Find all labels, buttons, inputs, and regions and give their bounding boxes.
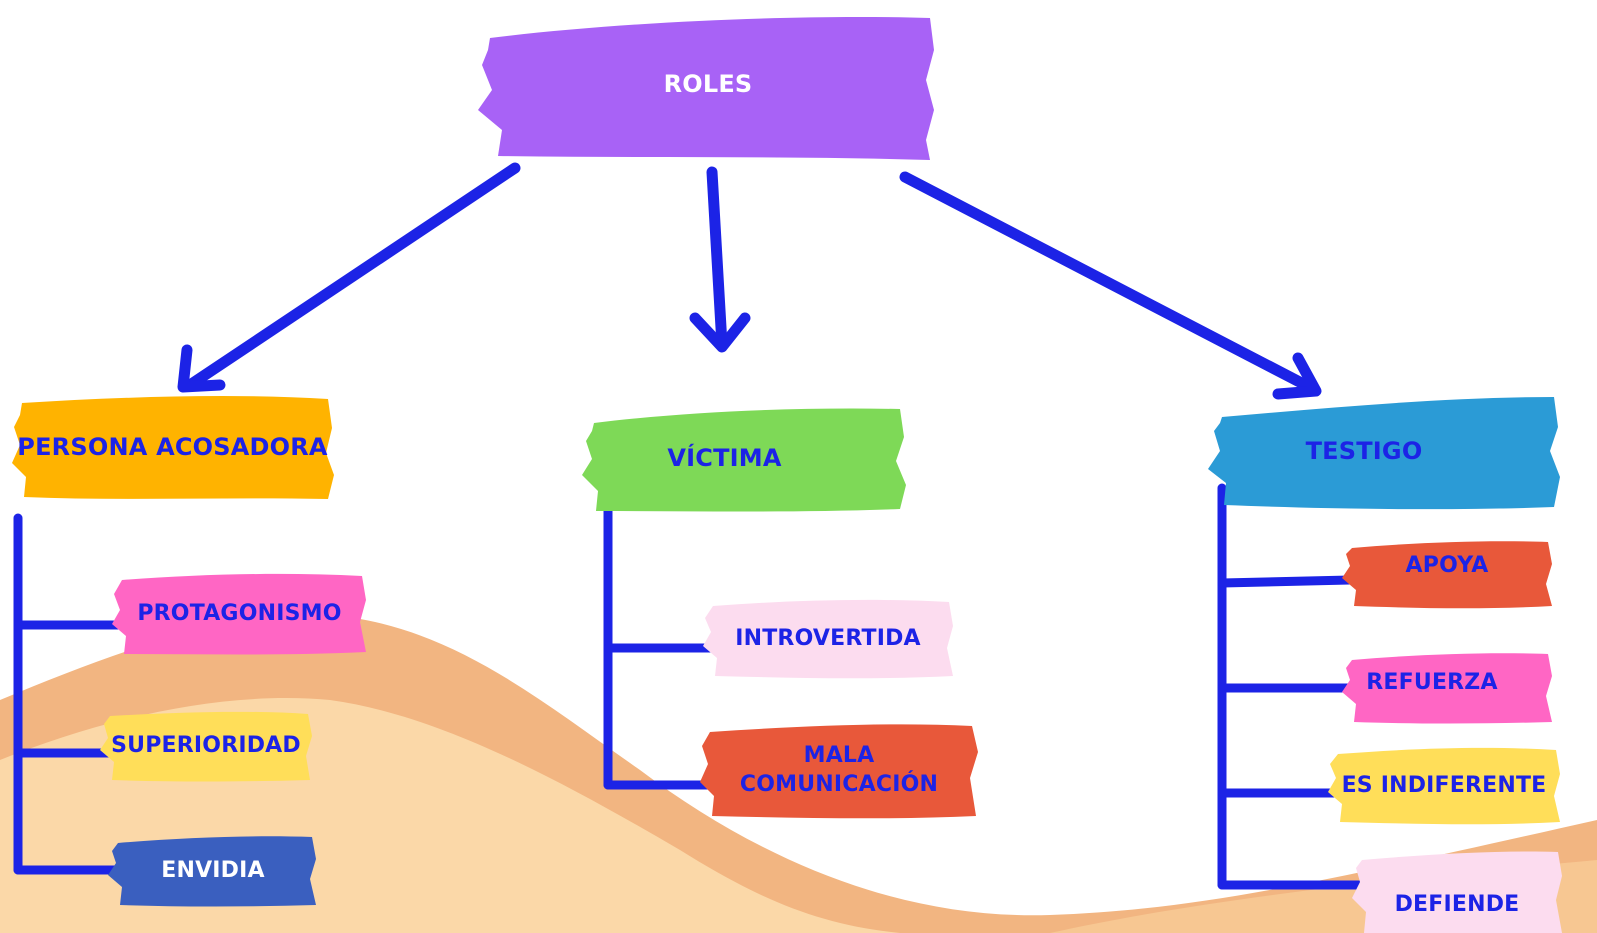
superioridad-label: SUPERIORIDAD: [111, 732, 301, 758]
brush-stroke-testigo: [1208, 397, 1560, 510]
arrow-to-victima: [706, 166, 728, 351]
refuerza-label: REFUERZA: [1366, 669, 1498, 695]
brush-stroke-acosadora: [12, 396, 334, 499]
brush-stroke-superioridad: [100, 711, 312, 782]
node-defiende: DEFIENDE: [1352, 850, 1562, 933]
node-roles: ROLES: [478, 10, 938, 160]
node-victima: VÍCTIMA: [582, 405, 907, 513]
node-envidia: ENVIDIA: [108, 835, 318, 907]
brush-stroke-mala-comunicacion: [700, 724, 978, 819]
node-testigo: TESTIGO: [1208, 393, 1560, 511]
brush-stroke-victima: [582, 408, 906, 512]
apoya-label: APOYA: [1405, 552, 1489, 578]
node-introvertida: INTROVERTIDA: [703, 598, 953, 680]
arrow-to-testigo: [899, 171, 1321, 396]
acosadora-label: PERSONA ACOSADORA: [17, 433, 328, 462]
brush-stroke-envidia: [108, 836, 316, 907]
node-superioridad: SUPERIORIDAD: [100, 710, 312, 782]
node-es-indiferente: ES INDIFERENTE: [1328, 746, 1560, 826]
brush-stroke-protagonismo: [112, 573, 366, 655]
brush-stroke-introvertida: [703, 599, 953, 679]
arrowhead-victima: [689, 312, 751, 353]
envidia-label: ENVIDIA: [161, 857, 265, 883]
testigo-label: TESTIGO: [1305, 437, 1423, 466]
arrowhead-acosadora: [177, 344, 226, 393]
brush-stroke-es-indiferente: [1328, 747, 1560, 825]
brush-stroke-apoya: [1342, 541, 1552, 609]
defiende-label: DEFIENDE: [1394, 892, 1520, 918]
node-persona-acosadora: PERSONA ACOSADORA: [10, 393, 335, 503]
introvertida-label: INTROVERTIDA: [735, 625, 921, 651]
node-mala-comunicacion: MALA COMUNICACIÓN: [700, 722, 978, 820]
protagonismo-label: PROTAGONISMO: [137, 601, 342, 627]
mala-comunicacion-label: MALA COMUNICACIÓN: [739, 743, 939, 797]
victima-label: VÍCTIMA: [667, 444, 782, 473]
brush-stroke-refuerza: [1342, 653, 1552, 724]
brush-stroke-roles: [478, 16, 934, 160]
roles-label: ROLES: [663, 70, 753, 99]
node-protagonismo: PROTAGONISMO: [112, 572, 367, 657]
brush-stroke-defiende: [1352, 851, 1562, 933]
node-apoya: APOYA: [1342, 540, 1552, 610]
node-refuerza: REFUERZA: [1342, 652, 1552, 724]
es-indiferente-label: ES INDIFERENTE: [1341, 772, 1547, 798]
arrow-to-acosadora: [184, 162, 521, 391]
arrowhead-testigo: [1272, 352, 1322, 400]
